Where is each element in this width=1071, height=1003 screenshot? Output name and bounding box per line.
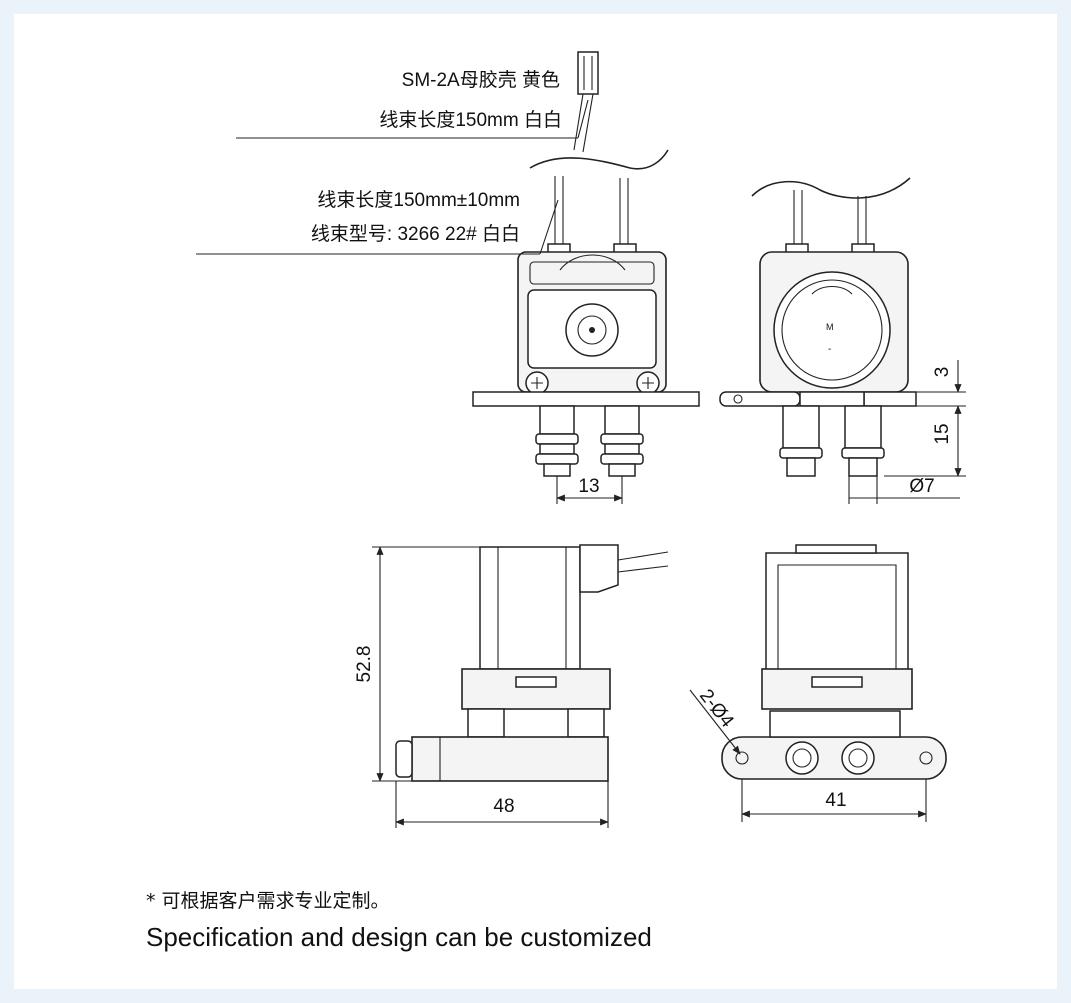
dim-width: 41 [825, 790, 846, 811]
connector-callout-line2: 线束长度150mm 白白 [379, 109, 562, 131]
callout-leaders [196, 99, 589, 255]
motor-end-cap [773, 271, 891, 389]
dim-nozzle-diameter: Ø7 [909, 476, 934, 497]
svg-text:M: M [826, 322, 834, 332]
connector-callout-line1: SM-2A母胶壳 黄色 [402, 69, 560, 91]
coil-frame [479, 546, 581, 670]
side-view: M - [719, 177, 966, 504]
elevation-view [372, 544, 669, 828]
elevation-base [411, 736, 609, 782]
end-coil-frame [765, 552, 909, 669]
dim-height: 52.8 [354, 646, 375, 683]
footnote-chinese: * 可根据客户需求专业定制。 [146, 890, 390, 912]
dim-nozzle-length: 15 [932, 423, 953, 444]
mount-hole-right [919, 751, 933, 765]
drawing-sheet: M - [14, 14, 1057, 989]
dim-outlet-spacing: 13 [578, 476, 599, 497]
connector-wires [573, 93, 594, 153]
break-line-side [751, 177, 911, 199]
outlet-nozzles [535, 405, 644, 477]
mount-hole-left [735, 751, 749, 765]
harness-callout-line2: 线束型号: 3266 22# 白白 [311, 223, 520, 245]
end-elevation-view [689, 544, 947, 822]
dim-mount-holes: 2-Ø4 [695, 686, 738, 733]
break-line-front [529, 149, 669, 170]
connector-housing [577, 51, 599, 95]
dim-flange-thickness: 3 [932, 367, 953, 378]
dim-length: 48 [493, 796, 514, 817]
harness-callout-line1: 线束长度150mm±10mm [317, 189, 520, 211]
front-view [472, 51, 700, 504]
footnote-english: Specification and design can be customiz… [146, 922, 652, 952]
elevation-body-top [461, 668, 611, 710]
svg-text:-: - [828, 344, 831, 355]
end-base-flange [721, 736, 947, 780]
technical-drawing: M - [196, 51, 966, 828]
mount-flange-front [472, 391, 700, 407]
